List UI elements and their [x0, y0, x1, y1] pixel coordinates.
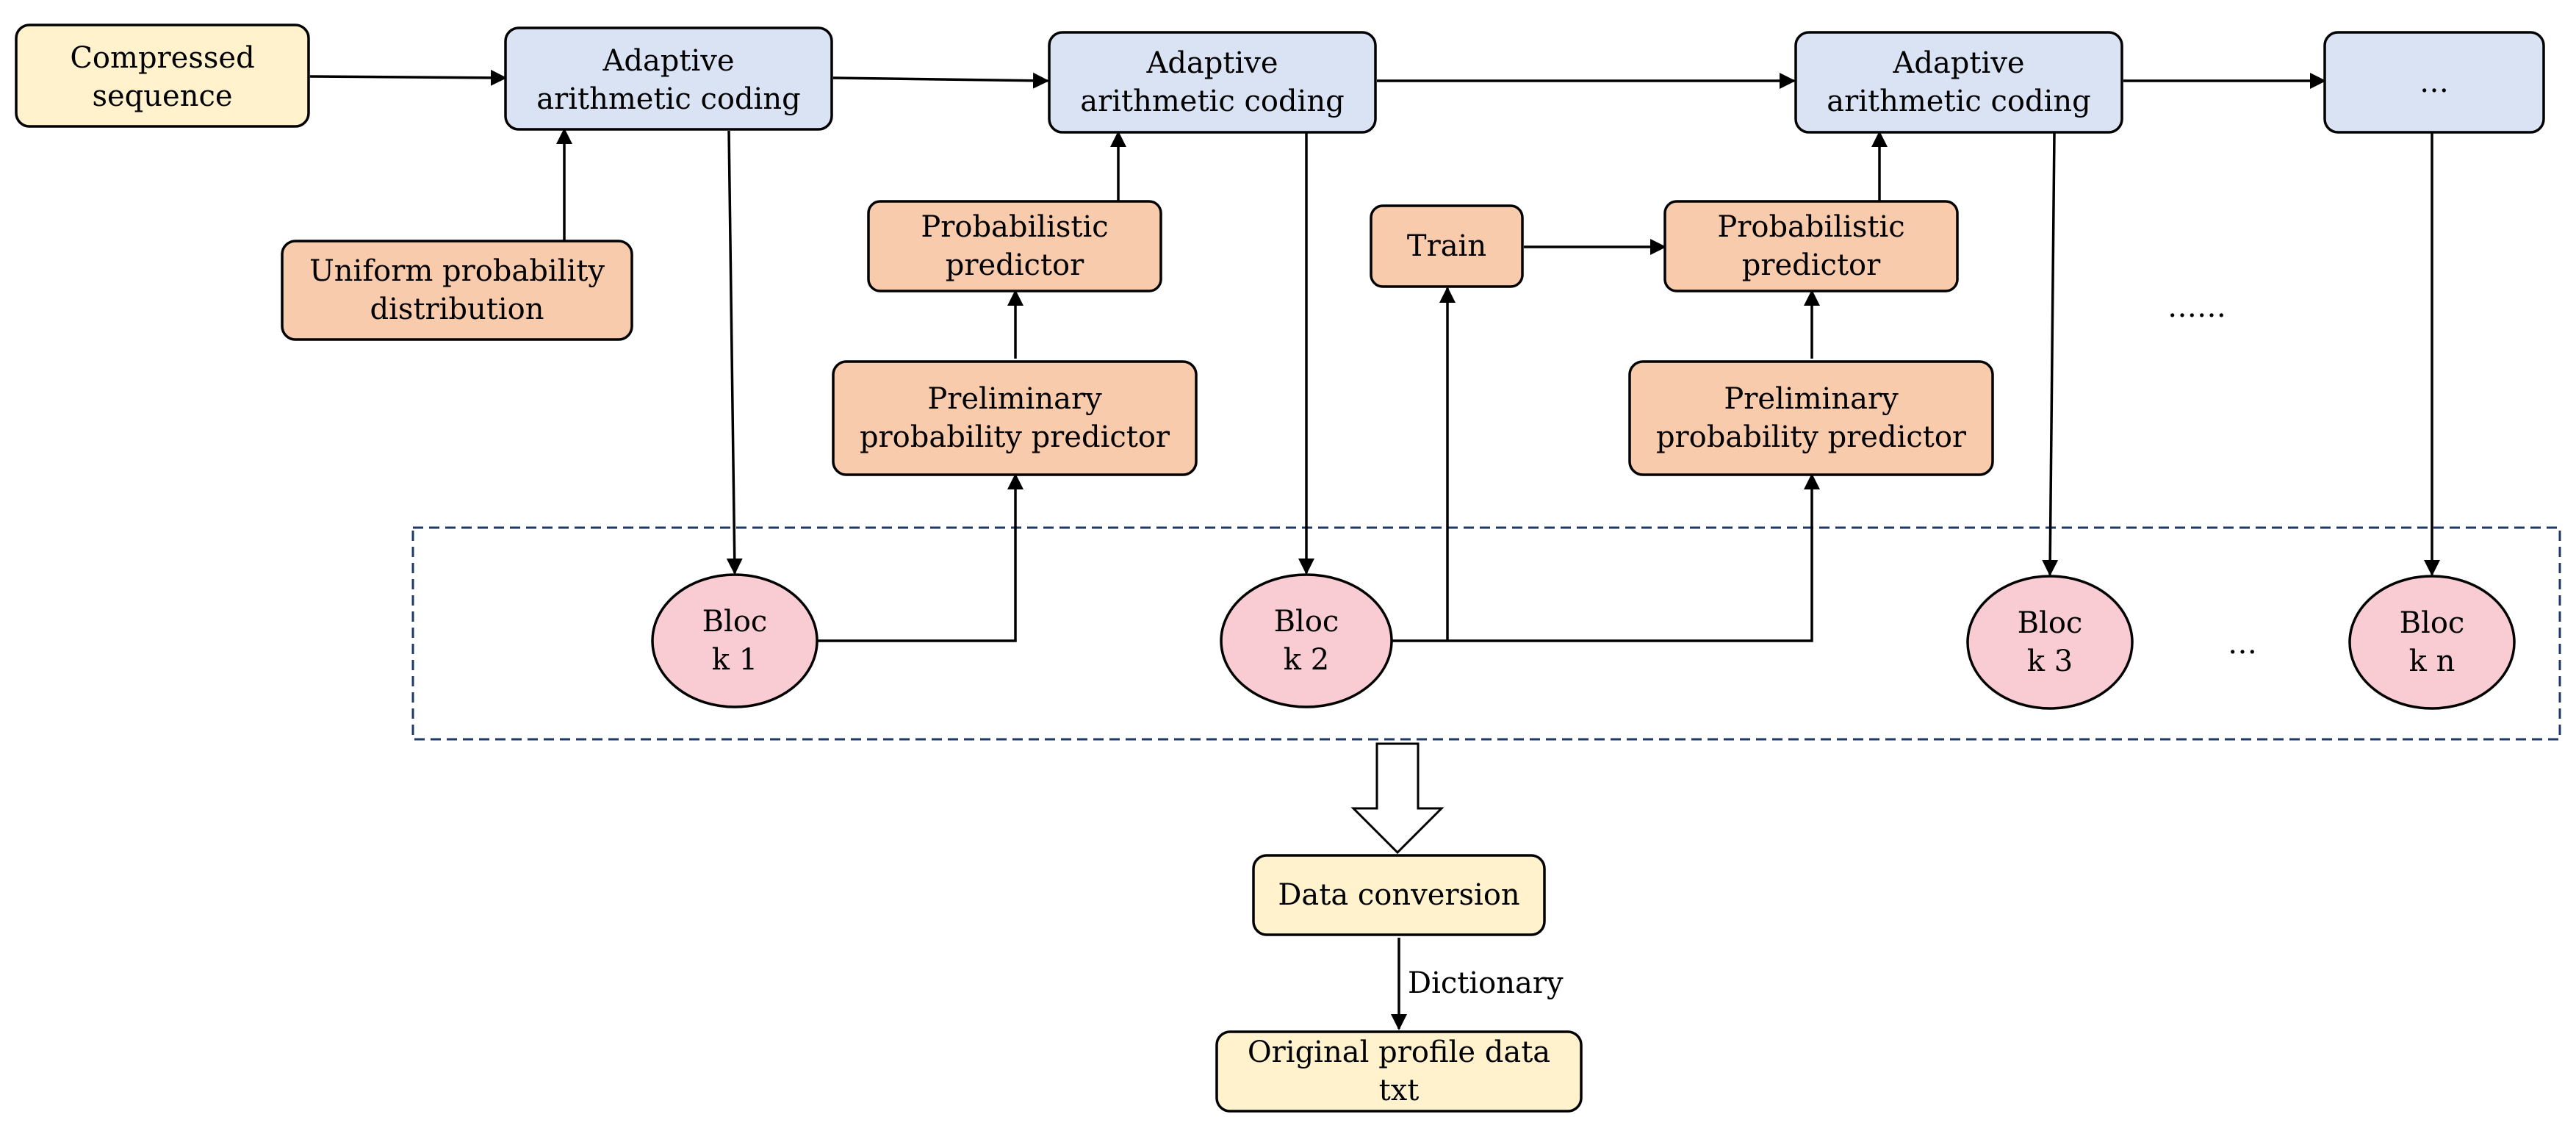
aac-box-n — [2323, 31, 2545, 134]
compressed-sequence-box — [15, 24, 310, 128]
block-2-ellipse — [1220, 573, 1393, 708]
probabilistic-predictor-box-1 — [867, 200, 1162, 292]
edge-aac1-to-block1 — [726, 130, 743, 575]
original-profile-box — [1215, 1030, 1583, 1113]
preliminary-predictor-box-2 — [1628, 360, 1994, 476]
data-conversion-label: Data conversion — [1278, 878, 1520, 912]
edge-aac3-to-block3 — [2042, 132, 2059, 576]
ellipsis-middle: …… — [2167, 290, 2226, 324]
block-group-frame — [411, 526, 2561, 741]
block-3-ellipse — [1966, 575, 2134, 710]
aac-box-2 — [1048, 31, 1377, 134]
probabilistic-predictor-box-2 — [1663, 200, 1959, 292]
edge-block2-to-prelim2 — [1392, 473, 1820, 642]
connectors — [309, 69, 2440, 1030]
aac-box-1 — [504, 26, 833, 131]
edge-block1-to-prelim1 — [817, 473, 1023, 642]
hollow-down-arrow — [1350, 742, 1444, 855]
edge-aac1-to-aac2 — [832, 72, 1049, 89]
preliminary-predictor-box-1 — [832, 360, 1198, 476]
block-n-ellipse — [2348, 575, 2516, 710]
train-box — [1370, 204, 1524, 288]
train-label: Train — [1406, 229, 1487, 263]
edge-compressed-to-aac1 — [309, 69, 507, 86]
data-conversion-box — [1252, 854, 1546, 936]
ellipsis-blocks: … — [2228, 627, 2257, 661]
dictionary-edge-label: Dictionary — [1408, 966, 1564, 1000]
uniform-probability-box — [281, 240, 633, 341]
aac-label-n: … — [2420, 65, 2449, 99]
block-1-ellipse — [651, 573, 819, 708]
aac-box-3 — [1794, 31, 2123, 134]
